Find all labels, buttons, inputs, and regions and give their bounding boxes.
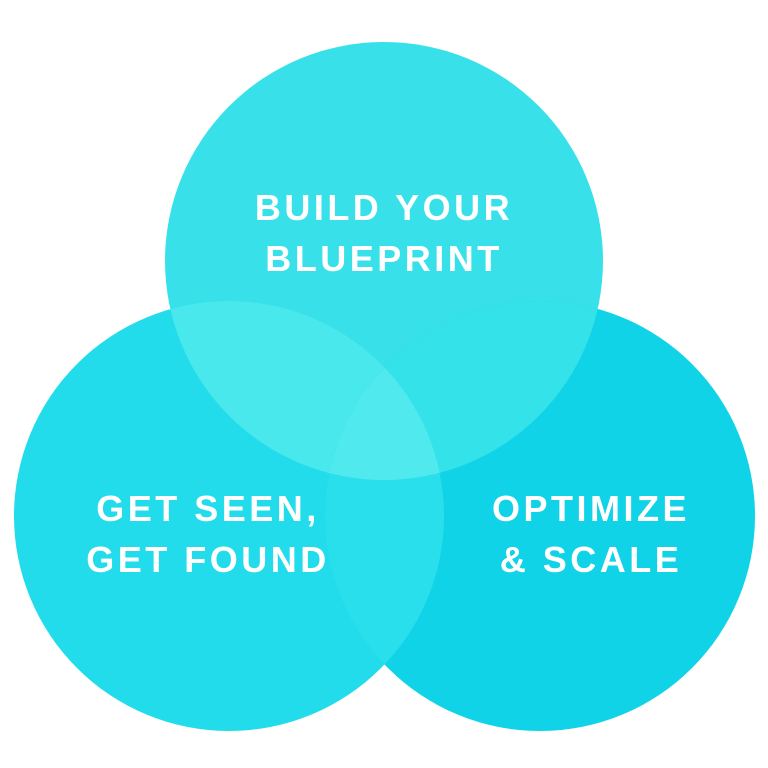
overlap-top-right — [325, 301, 603, 480]
bottom-right-circle-label-line1: OPTIMIZE — [492, 488, 690, 529]
bottom-right-circle-label-line2: & SCALE — [499, 539, 683, 580]
top-circle-label: BUILD YOUR BLUEPRINT — [255, 182, 513, 284]
bottom-right-circle-label: OPTIMIZE & SCALE — [492, 483, 690, 585]
top-circle-label-line2: BLUEPRINT — [265, 238, 503, 279]
bottom-left-circle-label-line2: GET FOUND — [86, 539, 330, 580]
overlap-top-left — [165, 301, 444, 480]
bottom-left-circle-label-line1: GET SEEN, — [96, 488, 320, 529]
top-circle-label-line1: BUILD YOUR — [254, 187, 514, 228]
bottom-left-circle-label: GET SEEN, GET FOUND — [86, 483, 330, 585]
